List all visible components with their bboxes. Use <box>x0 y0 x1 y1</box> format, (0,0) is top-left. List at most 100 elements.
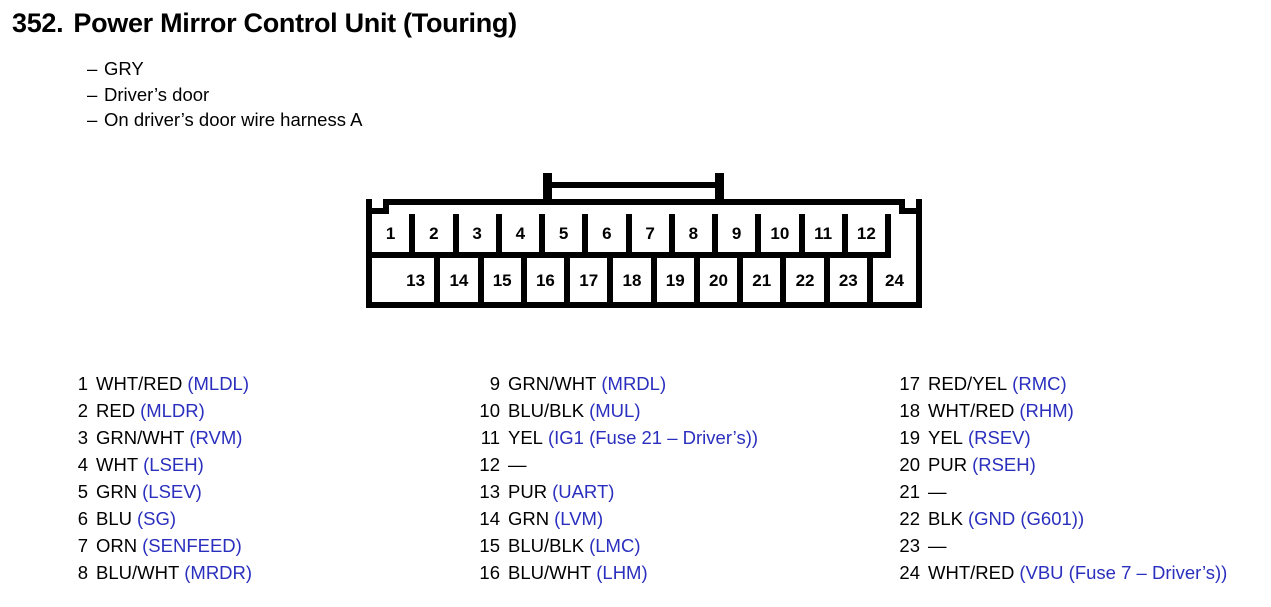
connector-pin-15: 15 <box>483 258 527 302</box>
pin-signal-name: (SG) <box>137 508 177 529</box>
pin-signal-name: (RSEH) <box>972 454 1036 475</box>
pin-legend-number: 5 <box>77 481 88 502</box>
pin-legend-row: 15 BLU/BLK(LMC) <box>478 535 758 562</box>
latch-post-right <box>715 173 724 205</box>
connector-pin-13: 13 <box>397 258 441 302</box>
pin-legend-number: 21 <box>899 481 920 502</box>
pin-signal-name: (VBU (Fuse 7 – Driver’s)) <box>1019 562 1228 583</box>
pin-wire-color: YEL <box>928 427 963 448</box>
pin-signal-name: (LHM) <box>596 562 648 583</box>
pin-legend-description: PUR(UART) <box>508 481 614 503</box>
pin-legend-number: 4 <box>77 454 88 475</box>
page-title: 352.Power Mirror Control Unit (Touring) <box>12 8 517 38</box>
pin-legend-row: 3 GRN/WHT(RVM) <box>66 427 252 454</box>
pin-legend-number: 12 <box>479 454 500 475</box>
connector-latch-icon <box>543 173 724 205</box>
header-detail-item: –On driver’s door wire harness A <box>87 107 362 133</box>
pin-wire-color: RED <box>96 400 136 421</box>
connector-pin-10: 10 <box>761 214 805 258</box>
pin-legend-number: 17 <box>899 373 920 394</box>
pin-legend-description: — <box>508 454 527 476</box>
pin-signal-name: (LSEV) <box>142 481 202 502</box>
pin-legend-description: BLU/WHT(MRDR) <box>96 562 252 584</box>
connector-notch-left <box>372 199 389 214</box>
pin-legend-number: 8 <box>77 562 88 583</box>
pin-signal-name: (LVM) <box>554 508 604 529</box>
pin-legend-number: 6 <box>77 508 88 529</box>
header-detail-item: –GRY <box>87 56 362 82</box>
pin-wire-color: GRN <box>96 481 138 502</box>
pin-legend-description: BLU/BLK(MUL) <box>508 400 641 422</box>
pin-legend-number: 20 <box>899 454 920 475</box>
pin-legend-number: 13 <box>479 481 500 502</box>
pin-legend-description: YEL(IG1 (Fuse 21 – Driver’s)) <box>508 427 758 449</box>
connector-pin-18: 18 <box>613 258 657 302</box>
connector-notch-right <box>899 199 916 214</box>
pin-legend-description: WHT/RED(VBU (Fuse 7 – Driver’s)) <box>928 562 1227 584</box>
connector-pin-6: 6 <box>588 214 632 258</box>
connector-bottom-row-start-gap <box>372 258 397 302</box>
pin-legend-description: BLU/WHT(LHM) <box>508 562 648 584</box>
page-title-text: Power Mirror Control Unit (Touring) <box>73 8 517 38</box>
pin-legend-number: 19 <box>899 427 920 448</box>
pin-signal-name: (RMC) <box>1012 373 1067 394</box>
pin-legend-description: WHT/RED(MLDL) <box>96 373 249 395</box>
pin-signal-name: (MUL) <box>589 400 641 421</box>
pin-wire-color: WHT <box>96 454 139 475</box>
connector-pin-11: 11 <box>804 214 848 258</box>
connector-top-row-end-gap <box>891 214 916 258</box>
pin-legend-description: WHT(LSEH) <box>96 454 204 476</box>
header-detail-dash: – <box>87 83 98 105</box>
pin-wire-color: GRN <box>508 508 550 529</box>
pin-legend-row: 21— <box>898 481 1227 508</box>
pin-legend-description: GRN/WHT(MRDL) <box>508 373 666 395</box>
pin-legend-row: 19 YEL(RSEV) <box>898 427 1227 454</box>
pin-legend-description: RED/YEL(RMC) <box>928 373 1067 395</box>
pin-wire-color: WHT/RED <box>928 562 1015 583</box>
connector-pin-24: 24 <box>872 258 917 302</box>
header-detail-text: On driver’s door wire harness A <box>104 109 363 130</box>
pin-legend-description: BLU/BLK(LMC) <box>508 535 641 557</box>
pin-legend-description: PUR(RSEH) <box>928 454 1036 476</box>
connector-pin-3: 3 <box>458 214 502 258</box>
pin-legend-number: 18 <box>899 400 920 421</box>
pin-signal-name: (GND (G601)) <box>967 508 1085 529</box>
pin-legend-row: 20 PUR(RSEH) <box>898 454 1227 481</box>
pin-legend-number: 16 <box>479 562 500 583</box>
header-detail-item: –Driver’s door <box>87 82 362 108</box>
pin-legend-row: 14 GRN(LVM) <box>478 508 758 535</box>
connector-pin-1: 1 <box>372 214 416 258</box>
pin-wire-color: — <box>508 454 527 475</box>
pin-legend-description: YEL(RSEV) <box>928 427 1031 449</box>
pin-legend-number: 11 <box>480 427 500 448</box>
pin-legend-row: 8 BLU/WHT(MRDR) <box>66 562 252 589</box>
pin-legend-description: BLK(GND (G601)) <box>928 508 1084 530</box>
header-detail-list: –GRY–Driver’s door–On driver’s door wire… <box>87 56 362 133</box>
pin-wire-color: YEL <box>508 427 543 448</box>
pin-legend-number: 14 <box>479 508 500 529</box>
latch-bar <box>552 182 715 188</box>
pin-legend-number: 15 <box>479 535 500 556</box>
pin-signal-name: (MRDR) <box>184 562 253 583</box>
header-detail-dash: – <box>87 109 98 130</box>
pin-wire-color: BLU/BLK <box>508 535 585 556</box>
pin-legend-description: RED(MLDR) <box>96 400 205 422</box>
connector-pin-5: 5 <box>545 214 589 258</box>
pin-legend-description: GRN/WHT(RVM) <box>96 427 242 449</box>
pin-legend-number: 3 <box>77 427 88 448</box>
pin-signal-name: (LSEH) <box>143 454 204 475</box>
pin-wire-color: PUR <box>508 481 548 502</box>
pin-signal-name: (SENFEED) <box>142 535 242 556</box>
connector-pin-23: 23 <box>829 258 873 302</box>
pin-wire-color: PUR <box>928 454 968 475</box>
pin-signal-name: (RSEV) <box>967 427 1031 448</box>
